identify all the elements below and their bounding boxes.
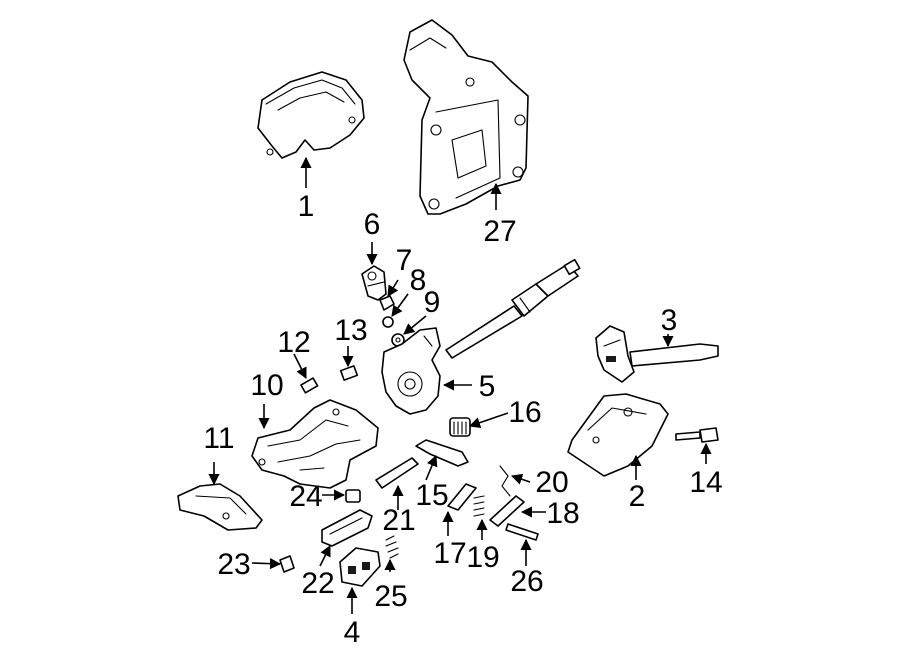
callout-23: 23	[217, 548, 250, 581]
leader-9	[403, 315, 427, 335]
callout-17: 17	[433, 537, 466, 570]
callout-labels: 1 2 3 4 5 6 7 8 9 10 11 12 13 14 15 16 1…	[203, 190, 722, 649]
spring-part-25	[385, 535, 399, 559]
screw-part-12	[300, 377, 319, 394]
lower-shroud-part	[567, 393, 669, 477]
steering-shaft-part	[445, 258, 581, 359]
small-part-9	[391, 333, 405, 347]
callout-26: 26	[510, 565, 543, 598]
callout-2: 2	[629, 480, 646, 513]
callout-13: 13	[334, 314, 367, 347]
pawl-part-17	[447, 483, 477, 511]
callout-16: 16	[508, 396, 541, 429]
callout-18: 18	[546, 497, 579, 530]
callout-6: 6	[364, 208, 381, 241]
callout-11: 11	[203, 422, 234, 455]
callout-12: 12	[277, 326, 310, 359]
lever-part-21	[375, 457, 419, 489]
lock-housing-part	[381, 327, 441, 415]
callout-9: 9	[424, 286, 441, 319]
callout-21: 21	[382, 504, 415, 537]
spring-part-20	[499, 465, 511, 497]
callout-14: 14	[689, 466, 722, 499]
callout-1: 1	[298, 190, 315, 223]
callout-20: 20	[535, 466, 568, 499]
small-part-24	[345, 489, 361, 503]
callout-7: 7	[396, 244, 413, 277]
spring-part-16	[449, 417, 471, 437]
tilt-lever-part	[675, 427, 719, 443]
callout-27: 27	[483, 215, 516, 248]
callout-22: 22	[301, 567, 334, 600]
callout-15: 15	[415, 479, 448, 512]
callout-19: 19	[466, 541, 499, 574]
leader-12	[293, 353, 307, 380]
leader-23	[251, 558, 282, 570]
tilt-bracket-part	[177, 483, 263, 531]
leader-22	[319, 544, 331, 567]
upper-shroud-part	[257, 71, 365, 159]
bracket-part-4	[339, 547, 381, 587]
small-part-23	[279, 555, 295, 573]
leader-7	[387, 279, 399, 297]
callout-3: 3	[661, 304, 678, 337]
leader-15	[425, 454, 438, 481]
callout-8: 8	[410, 264, 427, 297]
small-part-7	[379, 295, 395, 311]
leader-lines	[208, 156, 712, 614]
actuator-part-15	[415, 439, 469, 467]
callout-10: 10	[250, 369, 283, 402]
column-housing-part	[251, 399, 379, 489]
column-bracket-part	[403, 19, 529, 215]
small-part-8	[382, 316, 394, 328]
lever-part-18	[489, 495, 525, 527]
callout-5: 5	[479, 370, 496, 403]
multifunction-switch-part	[595, 325, 719, 383]
leader-8	[391, 293, 409, 317]
leader-20	[510, 473, 531, 485]
callout-4: 4	[344, 616, 361, 649]
leader-16	[468, 412, 509, 429]
callout-25: 25	[374, 580, 407, 613]
callout-24: 24	[289, 480, 322, 513]
shroud-part-22	[321, 509, 373, 547]
pin-part-26	[505, 523, 539, 541]
lock-cylinder-part	[361, 265, 387, 301]
spring-part-19	[473, 495, 485, 517]
screw-part-13	[339, 365, 359, 381]
